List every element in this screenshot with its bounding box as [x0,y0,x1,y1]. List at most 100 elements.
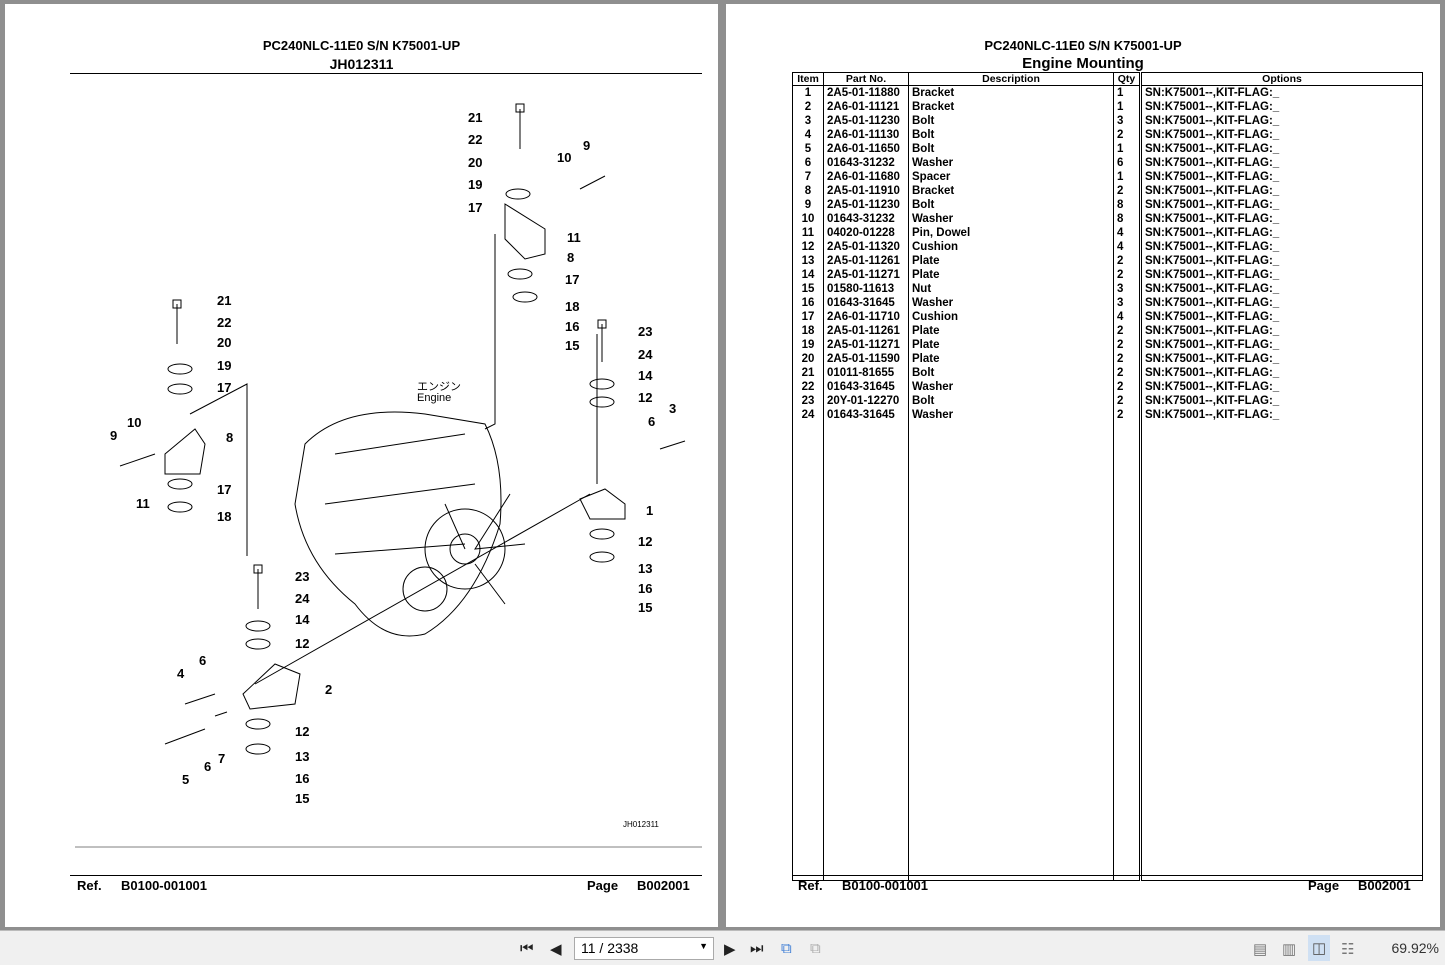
callout-3: 3 [669,401,677,416]
callout-11: 11 [567,230,581,245]
cell-item: 16 [792,296,824,310]
callout-5: 5 [182,772,190,787]
cell-options: SN:K75001--,KIT-FLAG:_ [1140,226,1423,240]
callout-13: 13 [638,561,653,576]
cell-item: 10 [792,212,824,226]
continuous-icon[interactable]: ▥ [1282,941,1297,958]
callout-23: 23 [295,569,310,584]
cell-description: Cushion [908,240,1114,254]
callout-14: 14 [295,612,310,627]
callout-6: 6 [204,759,212,774]
cell-description: Bolt [908,114,1114,128]
callout-23: 23 [638,324,653,339]
cell-options: SN:K75001--,KIT-FLAG:_ [1140,254,1423,268]
page-number-select[interactable]: 11 / 2338▼ [574,937,714,960]
cell-part-no: 2A6-01-11130 [823,128,909,142]
previous-view-icon[interactable]: ⧉ [781,940,792,957]
cell-part-no: 2A5-01-11271 [823,338,909,352]
drawing-number: JH012311 [329,56,394,72]
ref-label: Ref. [77,878,102,893]
cell-qty: 8 [1113,212,1142,226]
chevron-down-icon: ▼ [699,941,708,951]
callout-15: 15 [638,600,653,615]
cell-part-no: 2A6-01-11121 [823,100,909,114]
callout-21: 21 [217,293,232,308]
first-page-icon[interactable]: ⏮ [520,940,534,957]
cell-qty: 2 [1113,394,1142,408]
cell-part-no: 01643-31232 [823,212,909,226]
cell-description: Washer [908,296,1114,310]
next-page-icon[interactable]: ▶ [724,941,736,958]
cell-options: SN:K75001--,KIT-FLAG:_ [1140,184,1423,198]
cell-description: Bolt [908,128,1114,142]
cell-item: 18 [792,324,824,338]
callout-21: 21 [468,110,483,125]
cell-options: SN:K75001--,KIT-FLAG:_ [1140,268,1423,282]
ref-value: B0100-001001 [121,878,208,893]
drawing-code: JH012311 [623,820,659,829]
cell-options: SN:K75001--,KIT-FLAG:_ [1140,198,1423,212]
cell-item: 13 [792,254,824,268]
single-page-icon[interactable]: ▤ [1253,941,1268,958]
header-rule [70,73,702,74]
page-label: Page [587,878,619,893]
page-value: B002001 [1358,878,1411,893]
callout-22: 22 [217,315,232,330]
callout-18: 18 [565,299,580,314]
cell-qty: 4 [1113,310,1142,324]
cell-options: SN:K75001--,KIT-FLAG:_ [1140,142,1423,156]
previous-page-icon[interactable]: ◀ [550,941,562,958]
cell-part-no: 2A5-01-11880 [823,85,909,100]
callout-4: 4 [177,666,185,681]
cell-item: 17 [792,310,824,324]
cell-item: 11 [792,226,824,240]
callout-17: 17 [565,272,580,287]
cell-part-no: 2A5-01-11230 [823,114,909,128]
cell-qty: 2 [1113,268,1142,282]
last-page-icon[interactable]: ⏭ [750,940,764,957]
callout-16: 16 [295,771,310,786]
cell-description: Bolt [908,198,1114,212]
cell-qty: 2 [1113,380,1142,394]
right-page-parts-list: PC240NLC-11E0 S/N K75001-UP Engine Mount… [726,4,1440,927]
cell-part-no: 01580-11613 [823,282,909,296]
callout-1: 1 [646,503,654,518]
cell-qty: 3 [1113,282,1142,296]
page-title: Engine Mounting [1022,55,1144,72]
cell-item: 6 [792,156,824,170]
cell-description: Pin, Dowel [908,226,1114,240]
col-description: Description [908,72,1114,86]
cell-description: Cushion [908,310,1114,324]
cell-item: 14 [792,268,824,282]
cell-item: 23 [792,394,824,408]
zoom-level[interactable]: 69.92% [1391,940,1439,956]
callout-19: 19 [468,177,483,192]
facing-pages-icon[interactable]: ◫ [1308,935,1331,961]
next-view-icon[interactable]: ⧉ [810,940,821,957]
col-qty: Qty [1113,72,1142,86]
callout-19: 19 [217,358,232,373]
cell-options: SN:K75001--,KIT-FLAG:_ [1140,85,1423,100]
cell-item: 4 [792,128,824,142]
cell-options: SN:K75001--,KIT-FLAG:_ [1140,296,1423,310]
cell-options: SN:K75001--,KIT-FLAG:_ [1140,310,1423,324]
cell-qty: 2 [1113,408,1142,422]
col-options: Options [1140,72,1423,86]
cell-part-no: 2A5-01-11910 [823,184,909,198]
cell-options: SN:K75001--,KIT-FLAG:_ [1140,408,1423,422]
cell-part-no: 2A5-01-11261 [823,324,909,338]
continuous-facing-icon[interactable]: ☷ [1341,941,1355,958]
callout-12: 12 [638,390,653,405]
callout-6: 6 [648,414,656,429]
callout-17: 17 [468,200,483,215]
callout-13: 13 [295,749,310,764]
cell-item: 7 [792,170,824,184]
